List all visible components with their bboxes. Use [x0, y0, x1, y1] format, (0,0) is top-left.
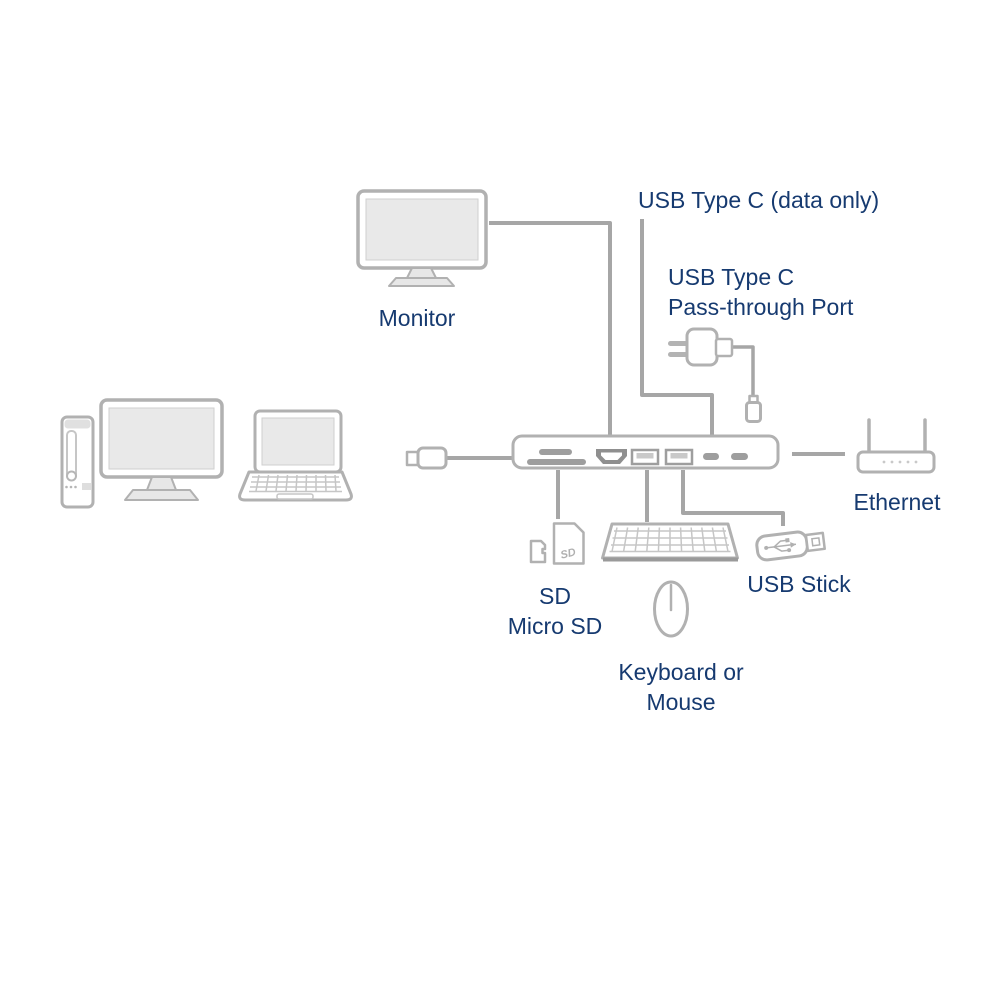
usb-c-data-only-label: USB Type C (data only): [638, 187, 880, 213]
keyboard-mouse-label: Keyboard or Mouse: [581, 657, 781, 718]
hdmi-port: [596, 449, 627, 464]
power-adapter-icon: [668, 327, 734, 367]
desktop-monitor-icon: [99, 398, 224, 501]
cable-adapter: [732, 345, 755, 396]
usb-c-plug-icon: [405, 446, 448, 470]
mouse-icon: [653, 580, 689, 638]
sd-slot-large: [527, 459, 586, 465]
keyboard-icon: [601, 522, 739, 562]
usb-c-port-2: [731, 453, 748, 460]
usb-c-passthrough-line2: Pass-through Port: [668, 294, 854, 321]
router-icon: [856, 418, 936, 474]
dock-icon: [511, 434, 780, 470]
usb-c-passthrough-label: USB Type C Pass-through Port: [668, 262, 853, 323]
usb-c-cable-plug-icon: [745, 394, 762, 423]
usb-stick-label: USB Stick: [747, 571, 851, 597]
desktop-tower-icon: [60, 415, 95, 509]
micro-sd-card-icon: [529, 539, 547, 564]
usb-c-passthrough-line1: USB Type C: [668, 264, 795, 290]
usb-a-port-2: [664, 448, 694, 466]
laptop-icon: [238, 409, 353, 502]
sd-card-icon: SD: [552, 522, 585, 565]
usb-a-port-1: [630, 448, 660, 466]
sd-label: SD: [539, 583, 571, 609]
usb-stick-icon: [755, 530, 826, 562]
monitor-icon: [356, 189, 488, 287]
sd-card-print: SD: [559, 546, 577, 561]
monitor-label: Monitor: [378, 305, 456, 331]
usb-c-port-1: [703, 453, 719, 460]
keyboard-mouse-line2: Mouse: [646, 689, 716, 716]
ethernet-label: Ethernet: [853, 489, 941, 515]
keyboard-mouse-line1: Keyboard or: [618, 659, 744, 685]
micro-sd-label: Micro SD: [507, 613, 603, 639]
cable-monitor-to-dock: [489, 221, 612, 436]
cable-usbc-data-to-dock: [640, 219, 714, 436]
sd-slot-small: [539, 449, 572, 455]
cable-dock-to-usbstick: [681, 470, 785, 526]
